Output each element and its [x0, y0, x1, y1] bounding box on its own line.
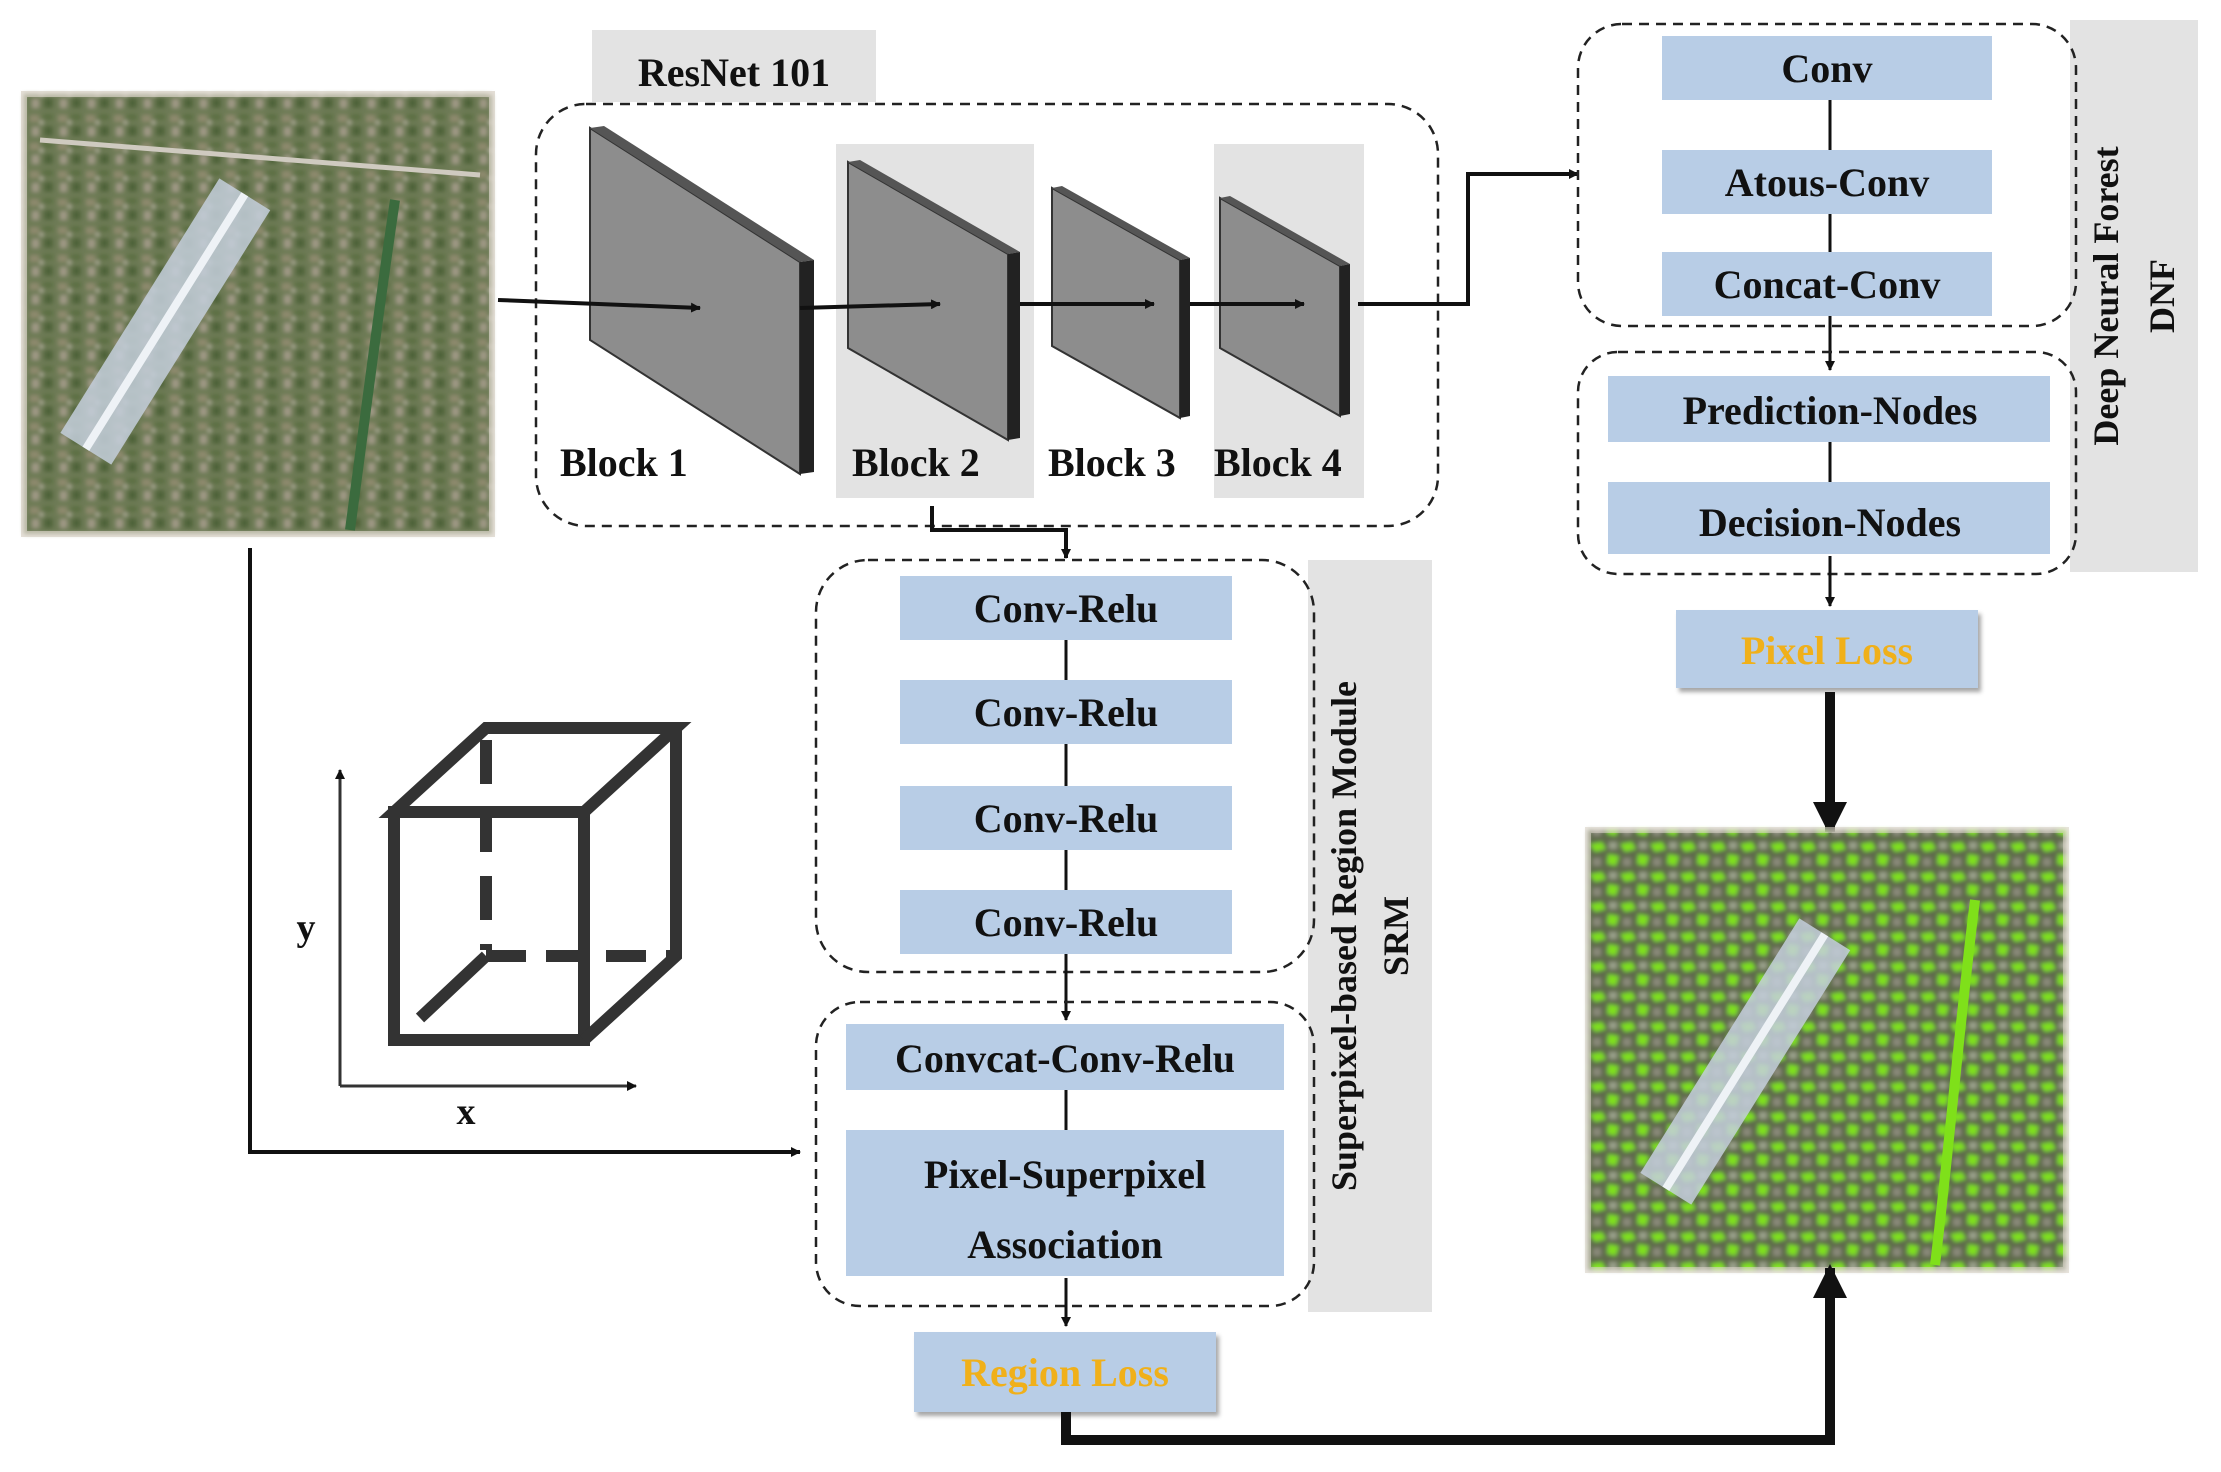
block-3-label: Block 3: [1048, 440, 1176, 485]
conv-relu-label-4: Conv-Relu: [974, 900, 1158, 945]
block-4-label: Block 4: [1214, 440, 1342, 485]
output-prediction-image: [1585, 827, 2069, 1273]
block-2-slab: [847, 160, 1020, 442]
prediction-nodes-box: [1608, 376, 2050, 442]
region-loss-to-output-arrow: [1061, 1264, 1847, 1445]
pixel-superpixel-label: Pixel-Superpixel: [924, 1152, 1206, 1197]
x-axis-label: x: [457, 1091, 476, 1133]
dnf-side-panel: [2070, 20, 2198, 572]
decision-nodes-box: [1608, 482, 2050, 554]
superpixel-cube-icon: [335, 722, 692, 1091]
block-1-label: Block 1: [560, 440, 688, 485]
pixel-superpixel-association-box: [846, 1130, 1284, 1276]
dnf-conv-label: Conv: [1781, 46, 1872, 91]
region-loss-label: Region Loss: [961, 1350, 1169, 1395]
decision-nodes-label: Decision-Nodes: [1699, 500, 1961, 545]
block-4-slab: [1219, 196, 1350, 418]
dnf-atous-conv-label: Atous-Conv: [1725, 160, 1929, 205]
srm-side-panel: [1308, 560, 1432, 1312]
conv-relu-label-3: Conv-Relu: [974, 796, 1158, 841]
input-satellite-image: [21, 91, 495, 537]
block-2-label: Block 2: [852, 440, 980, 485]
region-loss-box: [914, 1332, 1216, 1412]
dnf-concat-conv-box: [1662, 252, 1992, 316]
dnf-nodes-dashed-box: [1576, 350, 2078, 576]
conv-relu-box-3: [900, 786, 1232, 850]
dnf-title: Deep Neural Forest: [2086, 146, 2126, 445]
dnf-module: Deep Neural Forest DNF Conv Atous-Conv C…: [1576, 20, 2198, 688]
resnet-title: ResNet 101: [638, 50, 830, 95]
prediction-nodes-label: Prediction-Nodes: [1683, 388, 1978, 433]
dnf-conv-box: [1662, 36, 1992, 100]
resnet-dashed-box: [534, 102, 1440, 528]
resnet-title-panel: [592, 30, 876, 102]
river-icon: [345, 199, 400, 531]
backbone-flow-arrows: [248, 169, 1579, 1157]
output-river-icon: [1930, 899, 1980, 1266]
conv-relu-box-2: [900, 680, 1232, 744]
conv-relu-label-1: Conv-Relu: [974, 586, 1158, 631]
srm-module: Superpixel-based Region Module SRM Conv-…: [814, 558, 1432, 1412]
output-runway-icon: [1640, 918, 1851, 1205]
road-icon: [39, 137, 481, 178]
convcat-conv-relu-box: [846, 1024, 1284, 1090]
runway-icon: [60, 178, 271, 465]
srm-title: Superpixel-based Region Module: [1324, 681, 1364, 1191]
conv-relu-box-1: [900, 576, 1232, 640]
resnet-backbone: ResNet 101 Block 1 Block 2: [534, 30, 1440, 528]
conv-relu-label-2: Conv-Relu: [974, 690, 1158, 735]
dnf-atous-conv-box: [1662, 150, 1992, 214]
pixel-loss-label: Pixel Loss: [1741, 628, 1913, 673]
dnf-abbr: DNF: [2142, 259, 2182, 333]
dnf-concat-conv-label: Concat-Conv: [1714, 262, 1941, 307]
dnf-conv-dashed-box: [1576, 22, 2078, 328]
association-label: Association: [967, 1222, 1163, 1267]
conv-relu-box-4: [900, 890, 1232, 954]
block-1-slab: [589, 126, 814, 476]
srm-abbr: SRM: [1376, 896, 1416, 976]
convcat-conv-relu-label: Convcat-Conv-Relu: [895, 1036, 1235, 1081]
pixel-loss-box: [1676, 610, 1978, 688]
y-axis-label: y: [297, 907, 316, 949]
